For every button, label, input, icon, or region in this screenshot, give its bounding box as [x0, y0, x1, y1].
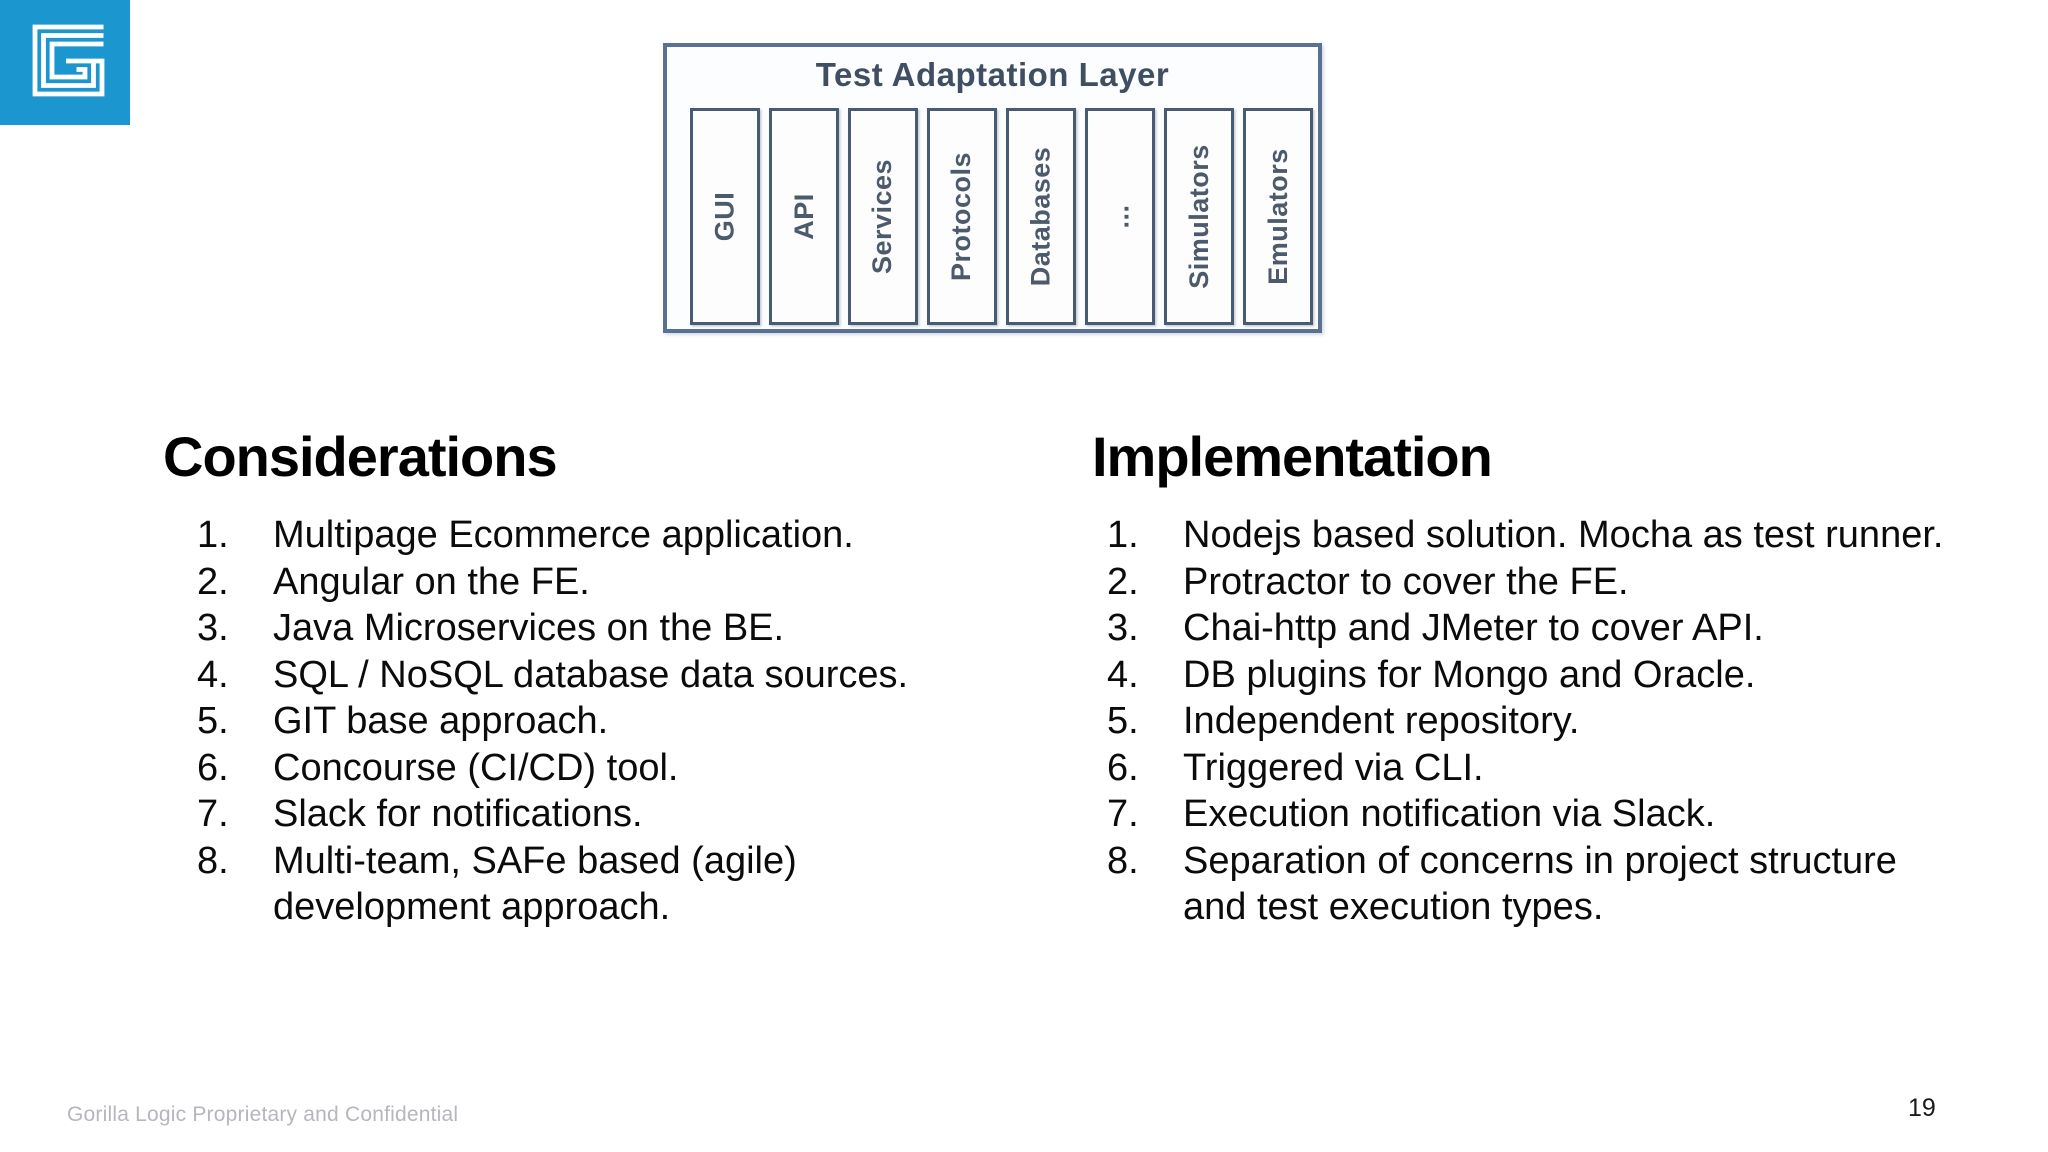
item-number: 5.: [1107, 700, 1139, 742]
list-item: 4. SQL / NoSQL database data sources.: [197, 652, 917, 699]
list-item: 5. GIT base approach.: [197, 698, 917, 745]
item-number: 6.: [1107, 746, 1139, 789]
adapter-box: Protocols: [927, 108, 997, 325]
adapter-box-label: API: [788, 193, 819, 240]
list-item: 2. Protractor to cover the FE.: [1107, 559, 2037, 606]
list-item: 6. Concourse (CI/CD) tool.: [197, 745, 917, 792]
diagram-title: Test Adaptation Layer: [815, 56, 1170, 93]
adapter-box-row: GUI API Services Protocols Databases: [690, 108, 1313, 325]
list-item: 3. Java Microservices on the BE.: [197, 605, 917, 652]
item-number: 7.: [1107, 793, 1139, 835]
test-adaptation-layer-diagram: Test Adaptation Layer GUI API Services P…: [663, 43, 1322, 333]
adapter-box: API: [769, 108, 839, 325]
confidentiality-note: Gorilla Logic Proprietary and Confidenti…: [67, 1103, 459, 1126]
item-number: 3.: [197, 607, 229, 649]
list-item: 1. Nodejs based solution. Mocha as test …: [1107, 512, 2037, 559]
adapter-box: ...: [1085, 108, 1155, 325]
list-item: 3. Chai-http and JMeter to cover API.: [1107, 605, 2037, 652]
adapter-box: GUI: [690, 108, 760, 325]
implementation-heading: Implementation: [1092, 425, 1493, 488]
item-number: 8.: [197, 839, 229, 882]
item-text: Separation of concerns in project struct…: [1183, 839, 1897, 929]
adapter-box-label: Services: [867, 158, 898, 275]
list-item: 6. Triggered via CLI.: [1107, 745, 2037, 792]
list-item: 7. Execution notification via Slack.: [1107, 791, 2037, 838]
maze-g-icon: [0, 0, 130, 125]
item-number: 7.: [197, 793, 229, 835]
item-number: 1.: [1107, 514, 1139, 556]
item-text: DB plugins for Mongo and Oracle.: [1183, 653, 1756, 696]
implementation-list: 1. Nodejs based solution. Mocha as test …: [1107, 512, 2037, 931]
item-text: Chai-http and JMeter to cover API.: [1183, 607, 1764, 649]
item-text: Protractor to cover the FE.: [1183, 560, 1629, 603]
list-item: 7. Slack for notifications.: [197, 791, 917, 838]
item-text: GIT base approach.: [273, 700, 609, 742]
adapter-box-label: GUI: [709, 191, 740, 242]
list-item: 1. Multipage Ecommerce application.: [197, 512, 917, 559]
item-text: SQL / NoSQL database data sources.: [273, 653, 909, 696]
item-number: 3.: [1107, 607, 1139, 649]
adapter-box-label: Simulators: [1183, 144, 1214, 289]
item-text: Angular on the FE.: [273, 560, 590, 603]
list-item: 4. DB plugins for Mongo and Oracle.: [1107, 652, 2037, 699]
item-text: Concourse (CI/CD) tool.: [273, 746, 679, 789]
item-number: 2.: [197, 560, 229, 603]
item-number: 1.: [197, 514, 229, 556]
item-number: 4.: [197, 653, 229, 696]
considerations-heading: Considerations: [163, 425, 558, 488]
adapter-box: Emulators: [1243, 108, 1313, 325]
item-number: 5.: [197, 700, 229, 742]
item-text: Multipage Ecommerce application.: [273, 514, 854, 556]
adapter-box-label: Protocols: [946, 151, 977, 282]
adapter-box: Simulators: [1164, 108, 1234, 325]
item-text: Slack for notifications.: [273, 793, 643, 835]
page-number: 19: [1908, 1094, 1936, 1122]
item-text: Nodejs based solution. Mocha as test run…: [1183, 514, 1944, 556]
adapter-box: Databases: [1006, 108, 1076, 325]
considerations-list: 1. Multipage Ecommerce application. 2. A…: [197, 512, 917, 931]
item-text: Execution notification via Slack.: [1183, 793, 1716, 835]
item-text: Triggered via CLI.: [1183, 746, 1484, 789]
adapter-box-label: Emulators: [1262, 148, 1293, 285]
item-number: 4.: [1107, 653, 1139, 696]
item-number: 8.: [1107, 839, 1139, 882]
adapter-box-label: ...: [1104, 204, 1135, 229]
list-item: 8. Multi-team, SAFe based (agile) develo…: [197, 838, 917, 931]
item-number: 6.: [197, 746, 229, 789]
list-item: 5. Independent repository.: [1107, 698, 2037, 745]
item-text: Java Microservices on the BE.: [273, 607, 785, 649]
gorilla-logic-logo: [0, 0, 130, 125]
item-number: 2.: [1107, 560, 1139, 603]
list-item: 2. Angular on the FE.: [197, 559, 917, 606]
adapter-box: Services: [848, 108, 918, 325]
list-item: 8. Separation of concerns in project str…: [1107, 838, 2037, 931]
adapter-box-label: Databases: [1025, 146, 1056, 287]
item-text: Independent repository.: [1183, 700, 1580, 742]
item-text: Multi-team, SAFe based (agile) developme…: [273, 839, 797, 929]
